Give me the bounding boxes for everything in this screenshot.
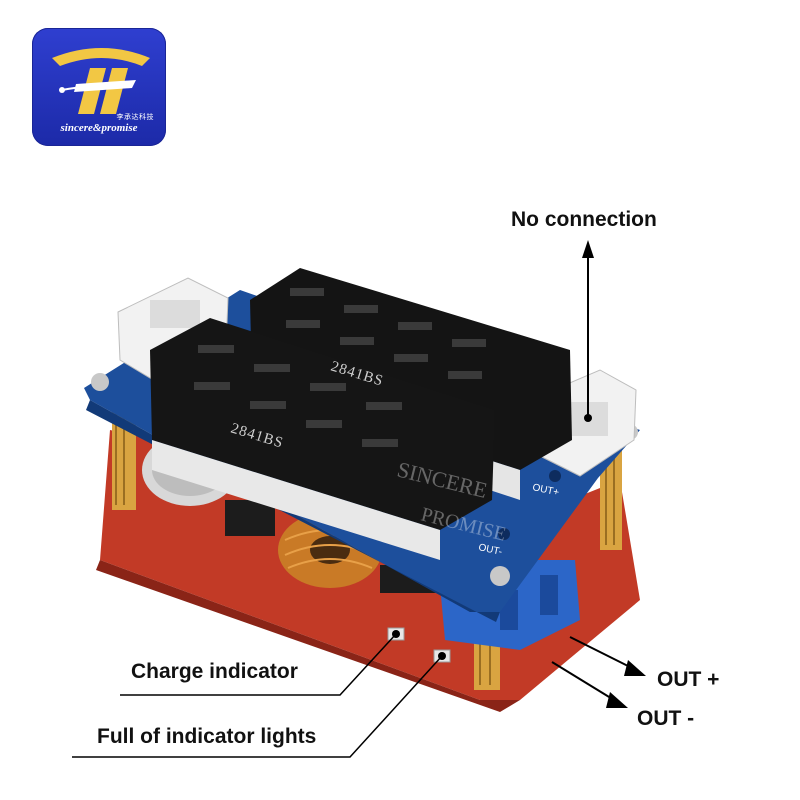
out-minus-leader	[551, 661, 615, 701]
logo-chinese-text: 李承达科技	[116, 113, 154, 121]
no-connection-label: No connection	[511, 208, 657, 231]
arrow-up-icon	[582, 240, 594, 258]
full-indicator-label: Full of indicator lights	[97, 725, 317, 748]
screw-icon	[490, 566, 510, 586]
brand-logo: 李承达科技 sincere&promise	[32, 28, 166, 146]
ic-chip	[225, 500, 275, 536]
charge-indicator-label: Charge indicator	[131, 660, 298, 683]
full-leader	[72, 655, 443, 758]
arrow-right-icon	[606, 692, 628, 708]
out-plus-leader	[569, 636, 633, 669]
arrow-right-icon	[624, 660, 646, 676]
charge-leader	[120, 633, 397, 696]
out-plus-label: OUT +	[657, 668, 720, 691]
logo-mark-icon	[52, 48, 150, 114]
screw-icon	[91, 373, 109, 391]
logo-brand-text: sincere&promise	[60, 122, 138, 134]
out-minus-label: OUT -	[637, 707, 695, 730]
silkscreen-out-minus: OUT-	[477, 542, 503, 558]
